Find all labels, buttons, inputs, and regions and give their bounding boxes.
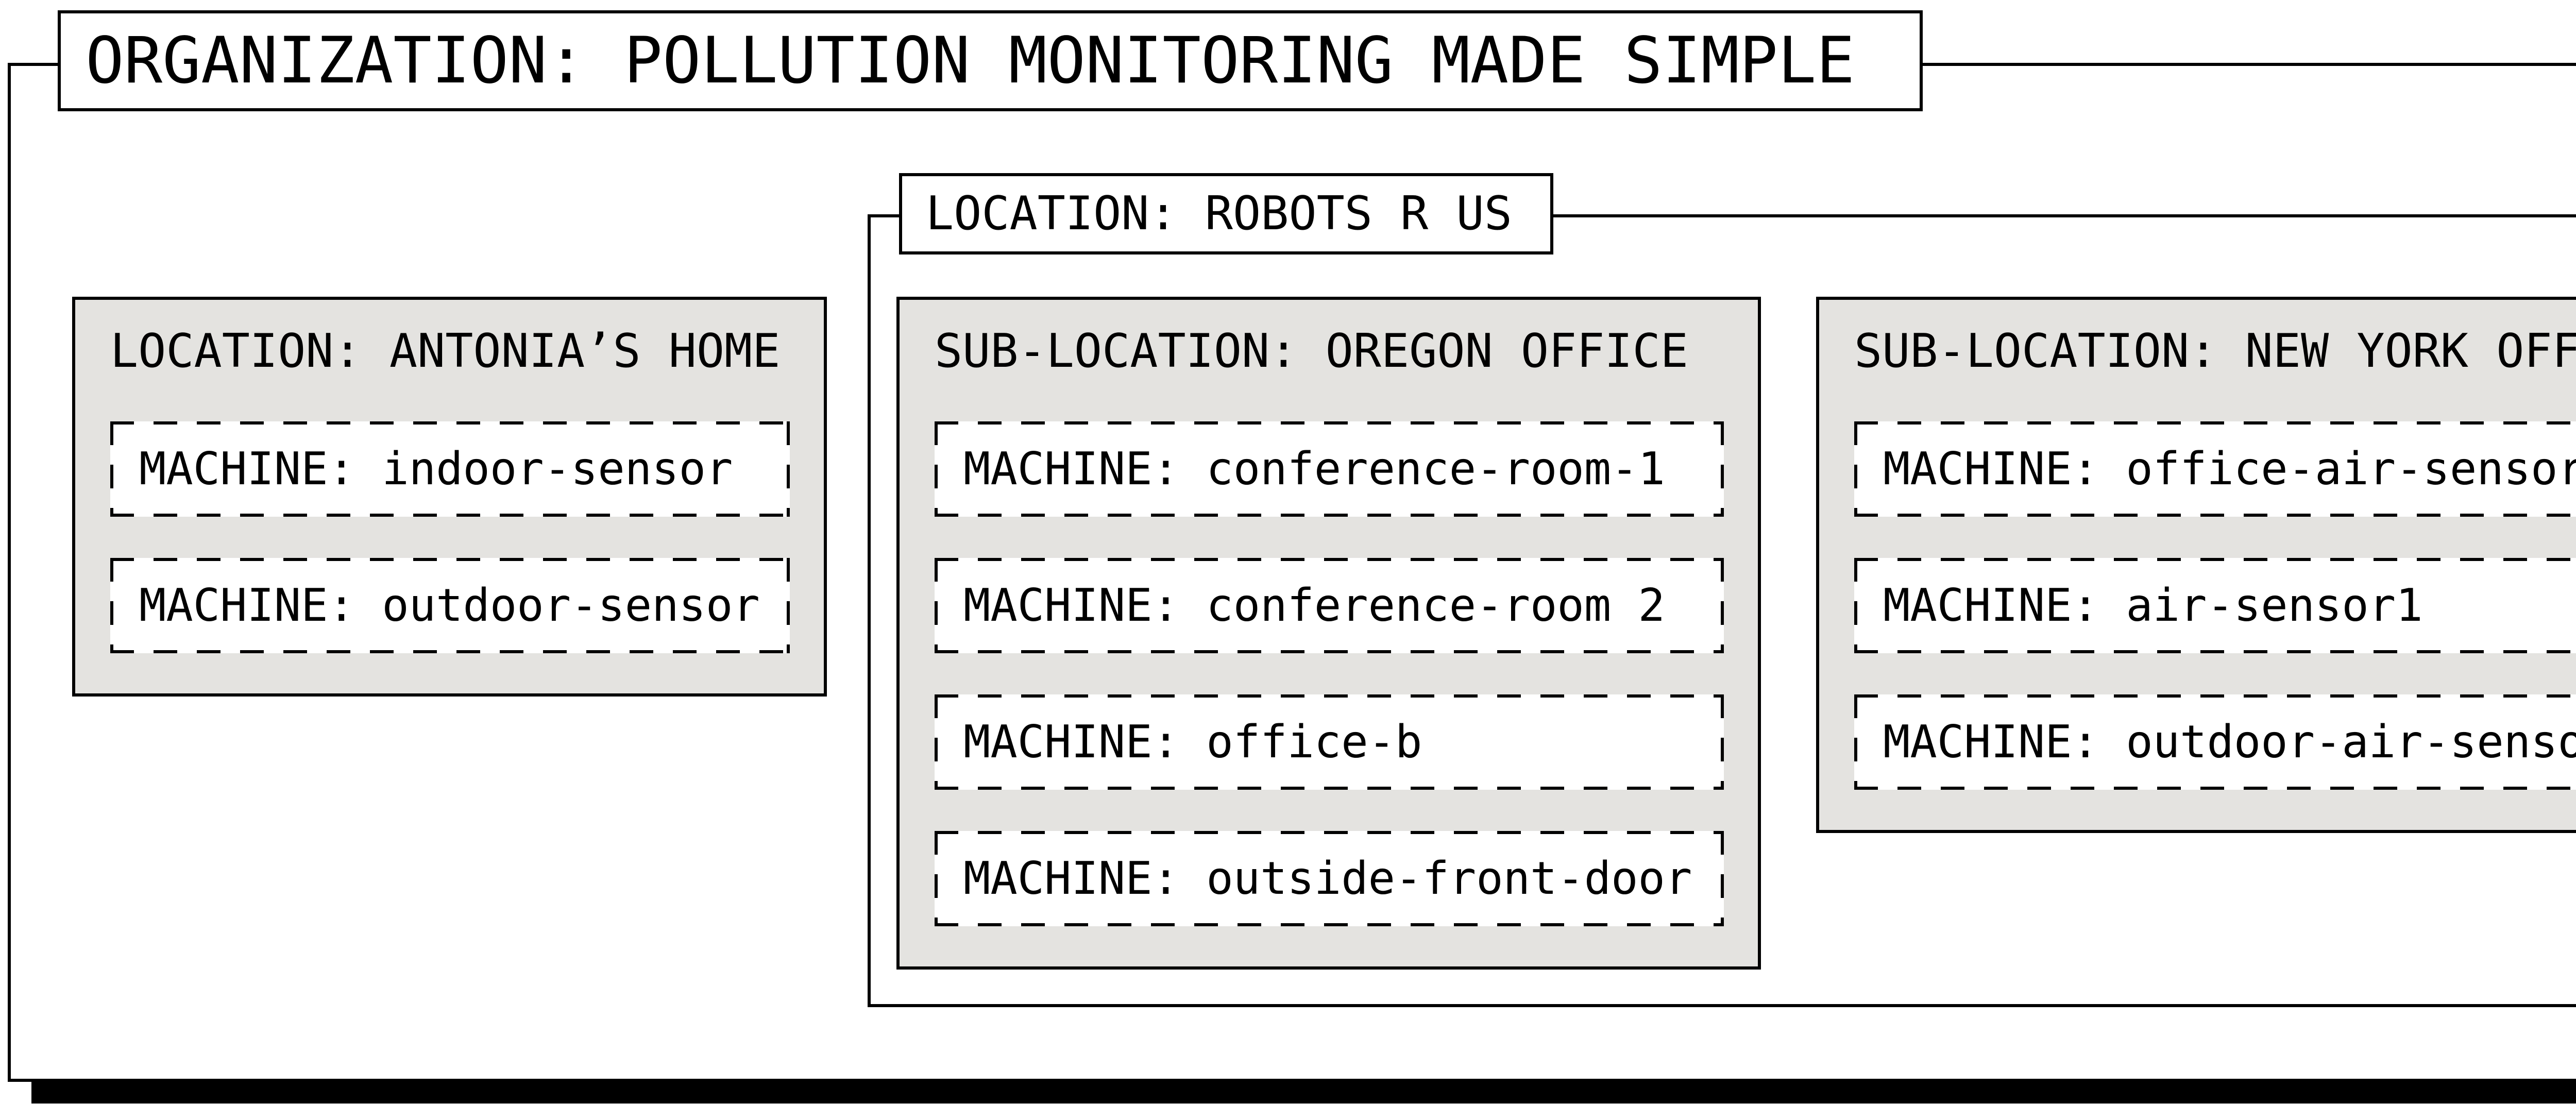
- machine-label: MACHINE: outdoor-sensor: [139, 579, 760, 632]
- sub-location-new-york-office-label: SUB-LOCATION: NEW YORK OFFICE: [1854, 324, 2576, 378]
- machine-box: MACHINE: office-b: [935, 694, 1724, 790]
- machine-box: MACHINE: indoor-sensor: [110, 421, 790, 517]
- machine-label: MACHINE: outdoor-air-sensor: [1883, 715, 2576, 768]
- machine-label: MACHINE: conference-room 2: [963, 579, 1665, 632]
- machine-box: MACHINE: air-sensor1: [1854, 557, 2576, 653]
- machine-box: MACHINE: outdoor-air-sensor: [1854, 694, 2576, 790]
- machine-box: MACHINE: outdoor-sensor: [110, 557, 790, 653]
- machine-label: MACHINE: outside-front-door: [963, 852, 1692, 905]
- machine-label: MACHINE: indoor-sensor: [139, 442, 733, 495]
- machine-box: MACHINE: conference-room 2: [935, 557, 1724, 653]
- sub-location-oregon-office-box: SUB-LOCATION: OREGON OFFICE MACHINE: con…: [896, 297, 1761, 970]
- organization-title: ORGANIZATION: POLLUTION MONITORING MADE …: [86, 24, 1855, 98]
- machine-box: MACHINE: outside-front-door: [935, 830, 1724, 926]
- machine-label: MACHINE: air-sensor1: [1883, 579, 2423, 632]
- machine-label: MACHINE: office-b: [963, 715, 1422, 768]
- location-antonias-home-label: LOCATION: ANTONIA’S HOME: [110, 324, 781, 378]
- machine-label: MACHINE: conference-room-1: [963, 442, 1665, 495]
- location-antonias-home-box: LOCATION: ANTONIA’S HOME MACHINE: indoor…: [72, 297, 827, 697]
- sub-location-new-york-office-box: SUB-LOCATION: NEW YORK OFFICE MACHINE: o…: [1816, 297, 2576, 833]
- machine-box: MACHINE: office-air-sensor: [1854, 421, 2576, 517]
- location-robots-r-us-label-box: LOCATION: ROBOTS R US: [899, 173, 1553, 254]
- sub-location-oregon-office-label: SUB-LOCATION: OREGON OFFICE: [935, 324, 1688, 378]
- location-robots-r-us-label: LOCATION: ROBOTS R US: [926, 186, 1512, 241]
- machine-box: MACHINE: conference-room-1: [935, 421, 1724, 517]
- organization-title-box: ORGANIZATION: POLLUTION MONITORING MADE …: [58, 10, 1923, 111]
- machine-label: MACHINE: office-air-sensor: [1883, 442, 2576, 495]
